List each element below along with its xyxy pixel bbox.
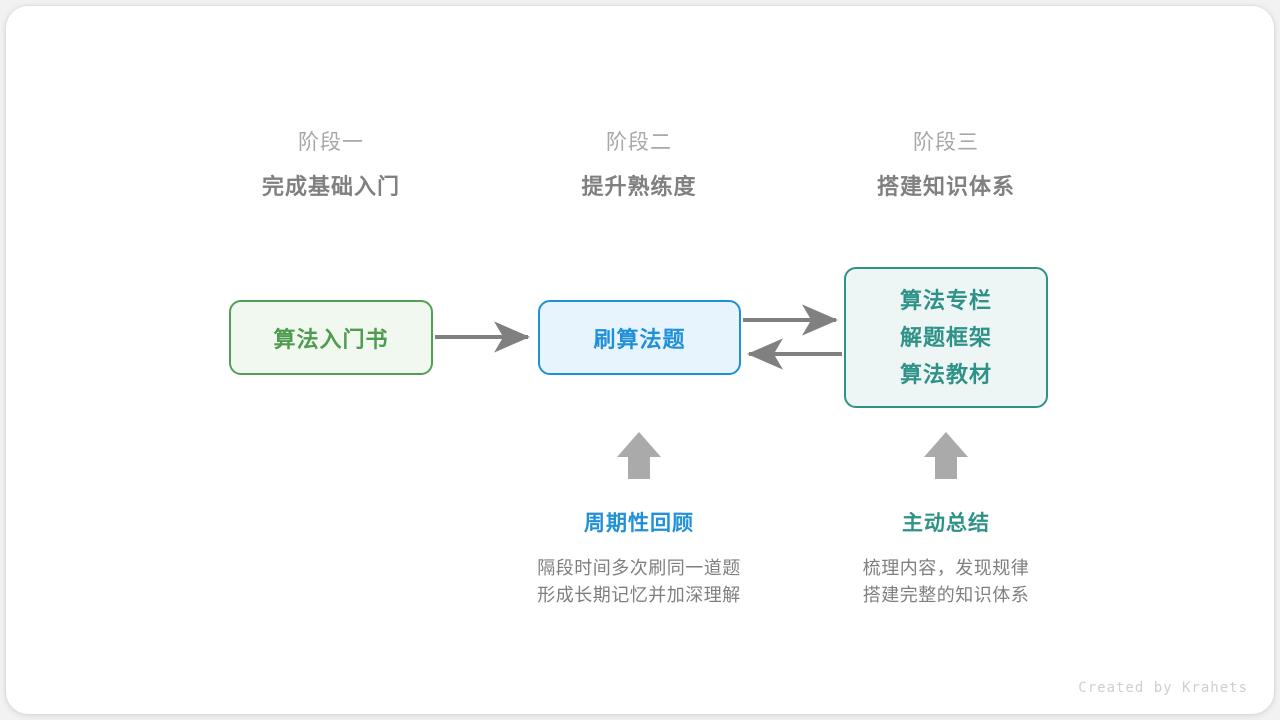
node-resources-line-1: 算法专栏 [899,288,992,313]
annotation-summary-body: 梳理内容，发现规律 搭建完整的知识体系 [796,555,1096,609]
stage-header-3: 阶段三 搭建知识体系 [816,128,1076,203]
annotation-review-body-line-1: 隔段时间多次刷同一道题 [537,558,741,578]
annotation-summary-body-line-2: 搭建完整的知识体系 [862,585,1030,605]
annotation-summary-title: 主动总结 [902,512,990,535]
node-practice-label: 刷算法题 [593,326,686,352]
stage-1-subtitle: 阶段一 [298,131,364,154]
node-resources-line-3: 算法教材 [899,362,992,387]
node-resources-line-2: 解题框架 [899,325,992,350]
annotation-active-summary: 主动总结 梳理内容，发现规律 搭建完整的知识体系 [796,509,1096,609]
stage-2-subtitle: 阶段二 [606,131,672,154]
stage-header-2: 阶段二 提升熟练度 [509,128,769,203]
stage-3-subtitle: 阶段三 [913,131,979,154]
annotation-review-body: 隔段时间多次刷同一道题 形成长期记忆并加深理解 [489,555,789,609]
annotation-periodic-review: 周期性回顾 隔段时间多次刷同一道题 形成长期记忆并加深理解 [489,509,789,609]
stage-2-title: 提升熟练度 [581,174,697,199]
annotation-summary-body-line-1: 梳理内容，发现规律 [862,558,1030,578]
annotation-review-body-line-2: 形成长期记忆并加深理解 [537,585,741,605]
node-algorithm-intro-book[interactable]: 算法入门书 [229,300,433,375]
credit-text: Created by Krahets [1078,680,1248,696]
stage-1-title: 完成基础入门 [261,174,400,199]
stage-3-title: 搭建知识体系 [876,174,1015,199]
node-book-label: 算法入门书 [273,326,389,352]
node-practice-problems[interactable]: 刷算法题 [538,300,741,375]
stage-header-1: 阶段一 完成基础入门 [201,128,461,203]
annotation-review-title: 周期性回顾 [584,512,694,535]
node-learning-resources[interactable]: 算法专栏 解题框架 算法教材 [844,267,1048,408]
